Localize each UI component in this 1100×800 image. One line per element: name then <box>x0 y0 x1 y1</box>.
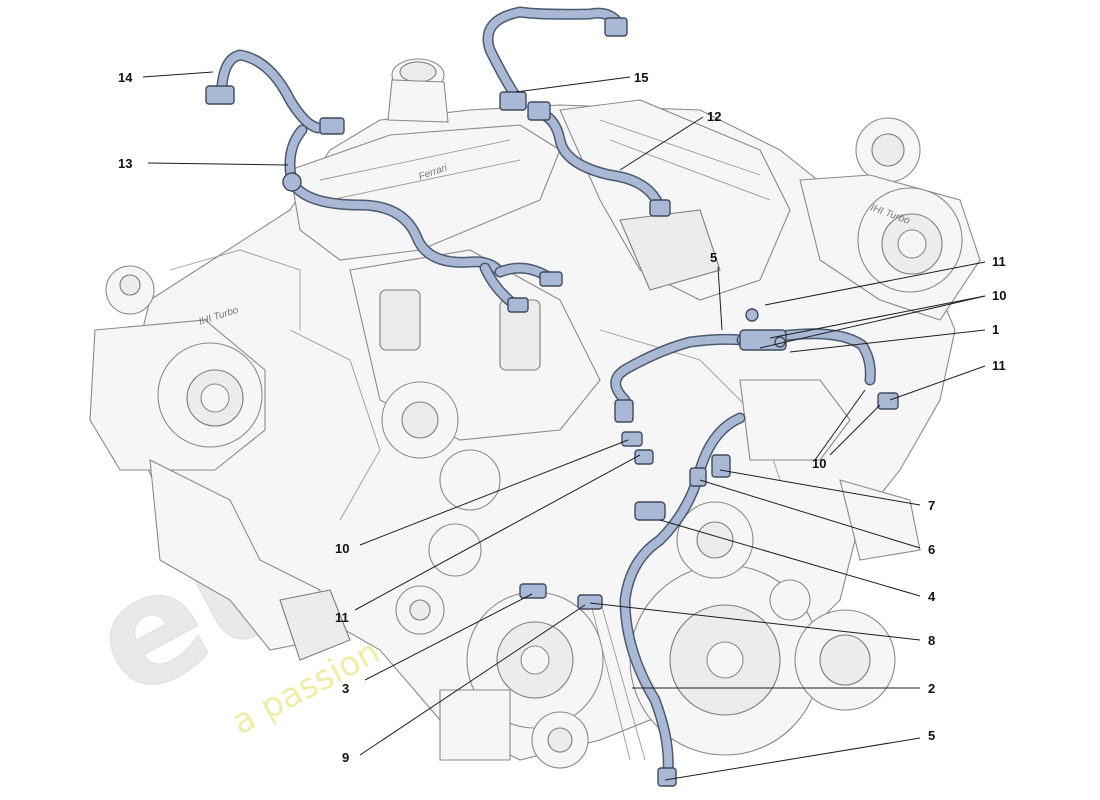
hose-1 <box>610 308 899 423</box>
leader-lines <box>142 71 986 781</box>
callout-14: 14 <box>118 70 133 85</box>
oil-filler-cap <box>387 58 449 123</box>
callout-2: 2 <box>928 681 935 696</box>
callout-10-right: 10 <box>812 456 826 471</box>
callout-3: 3 <box>342 681 349 696</box>
fitting-7 <box>711 454 731 478</box>
callout-1: 1 <box>992 322 999 337</box>
hose-13 <box>282 124 563 313</box>
engine-vee <box>289 249 851 577</box>
callout-15: 15 <box>634 70 648 85</box>
hose-assemblies <box>205 6 899 787</box>
callout-5-upper: 5 <box>710 250 717 265</box>
engine-assembly: IHI Turbo IHI Turbo Ferrari <box>89 58 981 769</box>
callout-10-left: 10 <box>335 541 349 556</box>
callout-6: 6 <box>928 542 935 557</box>
callout-8: 8 <box>928 633 935 648</box>
callout-5-lower: 5 <box>928 728 935 743</box>
fitting-10-lower <box>621 431 643 447</box>
hose-14 <box>205 49 345 135</box>
fitting-6 <box>689 467 707 487</box>
right-turbocharger: IHI Turbo <box>799 117 981 321</box>
callout-7: 7 <box>928 498 935 513</box>
callout-labels: 14 15 12 13 5 11 10 1 11 10 7 6 4 10 11 … <box>118 70 1006 765</box>
callout-11-right: 11 <box>992 358 1006 373</box>
callout-10-upper: 10 <box>992 288 1006 303</box>
hose-12 <box>527 101 671 217</box>
hose-2 <box>619 412 746 787</box>
hose-15 <box>482 6 628 111</box>
callout-11-upper: 11 <box>992 254 1006 269</box>
intake-plenum: Ferrari <box>289 99 791 301</box>
left-exhaust <box>149 459 351 661</box>
callout-4: 4 <box>928 589 936 604</box>
left-turbocharger: IHI Turbo <box>89 249 301 471</box>
callout-12: 12 <box>707 109 721 124</box>
callout-13: 13 <box>118 156 132 171</box>
callout-9: 9 <box>342 750 349 765</box>
fitting-11-lower <box>634 449 654 465</box>
callout-11-left: 11 <box>335 610 349 625</box>
fitting-9 <box>519 583 547 599</box>
